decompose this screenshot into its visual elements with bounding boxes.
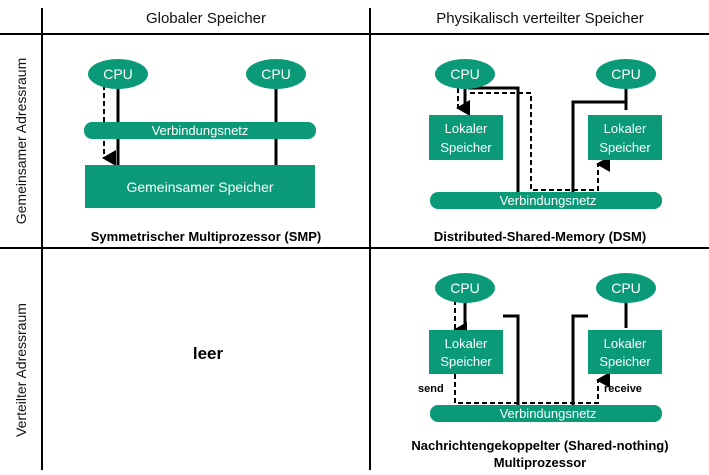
column-header-distributed: Physikalisch verteilter Speicher (436, 10, 644, 27)
svg-text:Gemeinsamer Speicher: Gemeinsamer Speicher (126, 179, 273, 195)
msg-local-memory-right (588, 330, 662, 374)
dsm-cpu-left (435, 59, 495, 89)
row-header-distributed-address-space: Verteilter Adressraum (13, 303, 29, 437)
svg-text:Speicher: Speicher (440, 354, 492, 369)
dsm-local-memory-right (588, 115, 662, 160)
msg-cpu-left (435, 273, 495, 303)
smp-diagram: CPU CPU Verbindungsnetz Gemeinsamer Spei… (84, 59, 321, 244)
svg-text:CPU: CPU (261, 66, 291, 82)
svg-text:Lokaler: Lokaler (445, 121, 488, 136)
svg-text:Verbindungsnetz: Verbindungsnetz (500, 193, 597, 208)
svg-text:CPU: CPU (611, 66, 641, 82)
svg-text:Speicher: Speicher (599, 354, 651, 369)
smp-cpu-right (246, 59, 306, 89)
row-header-shared-address-space: Gemeinsamer Adressraum (13, 58, 29, 225)
message-passing-diagram: CPU CPU Lokaler Speicher Lokaler Speiche… (411, 273, 669, 470)
svg-text:CPU: CPU (611, 280, 641, 296)
svg-text:Speicher: Speicher (599, 140, 651, 155)
msg-local-memory-left (429, 330, 503, 374)
svg-text:CPU: CPU (450, 66, 480, 82)
receive-label: receive (604, 383, 642, 395)
smp-shared-memory (85, 165, 315, 208)
svg-text:CPU: CPU (103, 66, 133, 82)
smp-cpu-left (88, 59, 148, 89)
smp-caption: Symmetrischer Multiprozessor (SMP) (91, 229, 321, 244)
dsm-interconnect-bar (430, 192, 662, 209)
dsm-diagram: CPU CPU Lokaler Speicher Lokaler Speiche… (429, 59, 662, 244)
svg-text:Speicher: Speicher (440, 140, 492, 155)
svg-text:CPU: CPU (450, 280, 480, 296)
svg-text:Verbindungsnetz: Verbindungsnetz (500, 406, 597, 421)
dsm-local-memory-left (429, 115, 503, 160)
msg-interconnect-bar (430, 405, 662, 422)
svg-text:Verbindungsnetz: Verbindungsnetz (152, 123, 249, 138)
dsm-caption: Distributed-Shared-Memory (DSM) (434, 229, 646, 244)
svg-text:Lokaler: Lokaler (604, 336, 647, 351)
smp-interconnect-bar (84, 122, 316, 139)
svg-text:Lokaler: Lokaler (604, 121, 647, 136)
table-grid (0, 8, 709, 470)
send-label: send (418, 383, 444, 395)
dsm-cpu-right (596, 59, 656, 89)
empty-cell-label: leer (193, 344, 224, 363)
msg-caption-line1: Nachrichtengekoppelter (Shared-nothing) (411, 438, 668, 453)
msg-caption-line2: Multiprozessor (494, 455, 586, 470)
svg-text:Lokaler: Lokaler (445, 336, 488, 351)
msg-cpu-right (596, 273, 656, 303)
column-header-global: Globaler Speicher (146, 10, 266, 27)
